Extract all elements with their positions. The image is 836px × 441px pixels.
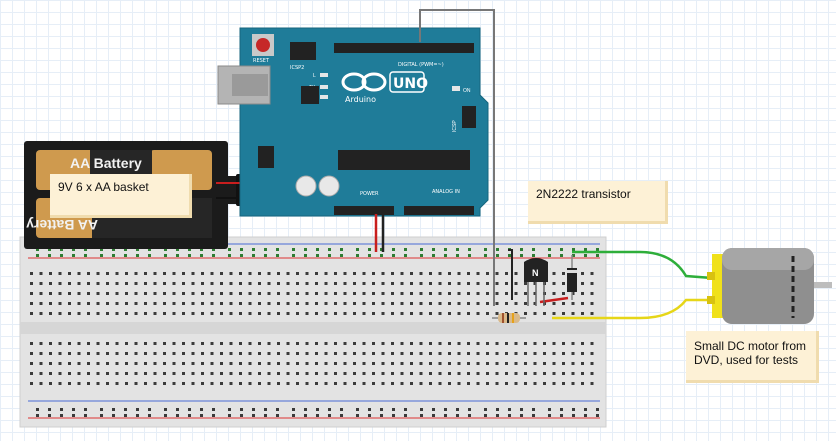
motor-wire-green bbox=[572, 250, 713, 280]
led-l-label: L bbox=[313, 73, 316, 79]
breadboard-holes bbox=[30, 248, 599, 417]
battery-label-top: AA Battery bbox=[70, 155, 142, 171]
board-brand: Arduino bbox=[345, 95, 376, 104]
icsp2-header bbox=[290, 42, 316, 60]
ground-wire bbox=[508, 249, 513, 300]
resistor bbox=[492, 313, 526, 323]
led-on-label: ON bbox=[463, 88, 471, 94]
board-model: UNO bbox=[393, 76, 428, 92]
battery-note: 9V 6 x AA basket bbox=[50, 174, 192, 218]
icsp2-label: ICSP2 bbox=[290, 65, 304, 71]
motor-wire-yellow bbox=[552, 298, 712, 320]
transistor: N bbox=[524, 258, 548, 306]
digital-label: DIGITAL (PWM=~) bbox=[398, 62, 444, 68]
transistor-mark: N bbox=[532, 268, 539, 278]
motor-note: Small DC motor from DVD, used for tests bbox=[686, 331, 819, 383]
battery-note-text: 9V 6 x AA basket bbox=[58, 180, 149, 194]
icsp-label: ICSP bbox=[452, 120, 458, 132]
breadboard bbox=[19, 236, 607, 428]
arduino-logo bbox=[341, 71, 425, 93]
dc-motor bbox=[707, 248, 832, 324]
power-label: POWER bbox=[360, 191, 379, 197]
motor-note-text: Small DC motor from DVD, used for tests bbox=[694, 339, 807, 367]
arduino-uno: RESET ICSP2 DIGITAL (PWM=~) UNO Arduino … bbox=[217, 27, 489, 217]
wires bbox=[374, 9, 713, 320]
transistor-note-text: 2N2222 transistor bbox=[536, 187, 631, 201]
battery-label-bottom: AA Battery bbox=[26, 217, 98, 233]
transistor-note: 2N2222 transistor bbox=[528, 181, 668, 224]
analog-label: ANALOG IN bbox=[432, 189, 460, 195]
diode bbox=[567, 255, 577, 300]
reset-label: RESET bbox=[253, 58, 270, 64]
signal-wire bbox=[419, 9, 495, 306]
